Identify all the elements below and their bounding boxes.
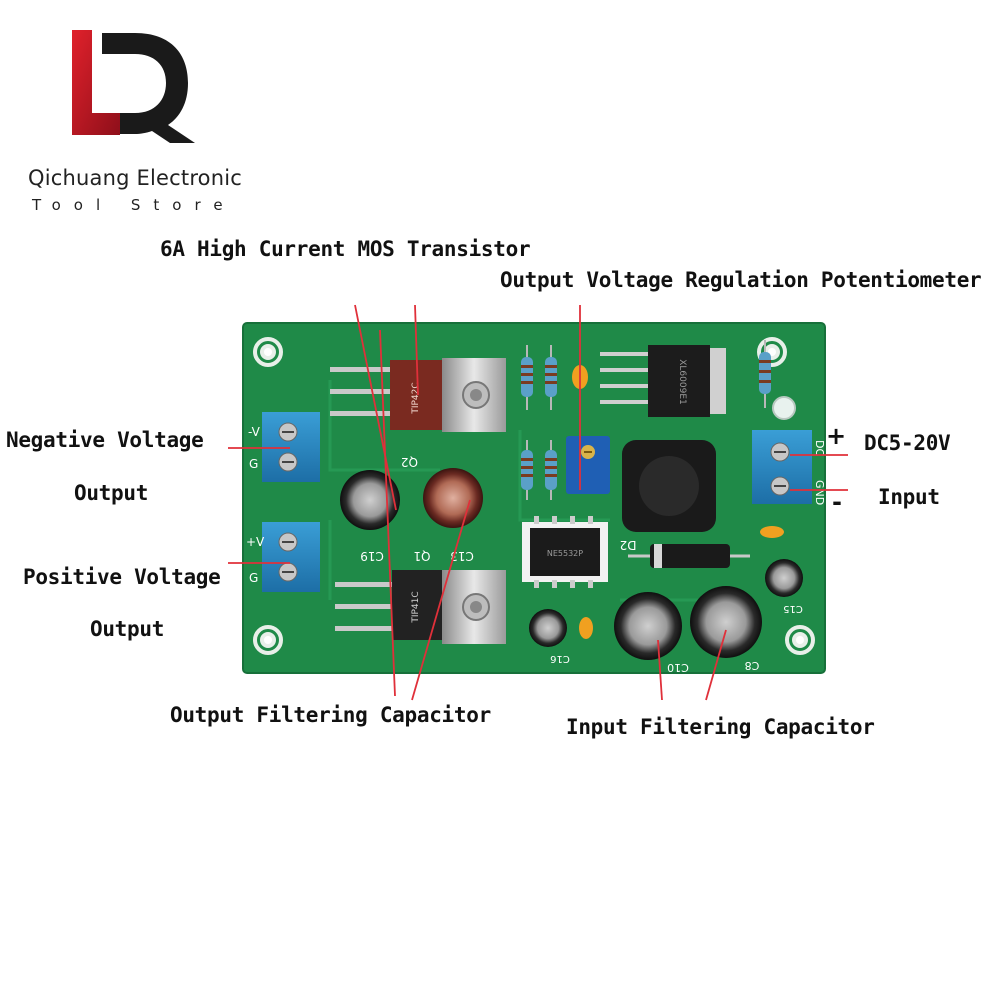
ceramic-capacitor xyxy=(579,617,593,639)
label-output-capacitor: Output Filtering Capacitor xyxy=(170,703,491,727)
minus-sign: - xyxy=(832,488,842,516)
silk-q1: Q1 xyxy=(413,549,430,563)
label-potentiometer: Output Voltage Regulation Potentiometer xyxy=(500,268,982,292)
label-input-capacitor: Input Filtering Capacitor xyxy=(566,715,875,739)
regulator-marking: XL6009E1 xyxy=(677,359,687,405)
silk-g-neg: G xyxy=(249,457,258,471)
label-negative-line2: Output xyxy=(74,481,149,505)
terminal-positive-output: +V G xyxy=(246,522,320,592)
silk-c13: C13 xyxy=(450,549,474,563)
silk-c15: C15 xyxy=(783,603,803,614)
transistor-q1: TIP41C xyxy=(335,570,506,644)
silk-q2: Q2 xyxy=(401,455,418,469)
silk-c16: C16 xyxy=(550,653,570,664)
opamp-ic: NE5532P xyxy=(522,516,608,588)
silk-c19: C19 xyxy=(360,549,384,563)
silk-pos-v: +V xyxy=(246,535,265,549)
capacitor-c15: C15 xyxy=(765,559,803,614)
ceramic-capacitor xyxy=(760,526,784,538)
silk-dc: DC xyxy=(813,440,826,456)
silk-gnd: GND xyxy=(813,480,826,505)
label-dc-range: DC5-20V xyxy=(864,431,951,455)
diode-d2: D2 xyxy=(620,538,750,568)
mounting-holes xyxy=(253,337,815,655)
terminal-negative-output: -V G xyxy=(248,412,320,482)
plus-sign: + xyxy=(826,422,847,450)
silk-d2: D2 xyxy=(620,538,637,552)
transistor-q2: TIP42C Q2 xyxy=(330,358,506,469)
capacitor-c16: C16 xyxy=(529,609,570,664)
q1-marking: TIP41C xyxy=(411,591,421,623)
terminal-input: DC GND xyxy=(752,430,826,505)
regulator-ic: XL6009E1 xyxy=(600,345,726,417)
label-mos-transistor: 6A High Current MOS Transistor xyxy=(160,237,531,261)
silk-neg-v: -V xyxy=(248,425,261,439)
brand-logo xyxy=(72,30,195,143)
label-positive-line2: Output xyxy=(90,617,165,641)
opamp-marking: NE5532P xyxy=(547,549,583,558)
q2-marking: TIP42C xyxy=(411,382,421,414)
capacitor-c19: C19 xyxy=(340,470,400,563)
label-positive-line1: Positive Voltage xyxy=(23,565,221,589)
inductor xyxy=(622,440,716,532)
silk-g-pos: G xyxy=(249,571,258,585)
callout-lines xyxy=(228,304,848,701)
capacitor-c13: C13 Q1 xyxy=(413,468,483,563)
label-input: Input xyxy=(878,485,940,509)
led xyxy=(772,396,796,420)
brand-name: Qichuang Electronic xyxy=(28,166,243,190)
brand-subtitle: Tool Store xyxy=(32,196,236,214)
capacitor-c10: C10 xyxy=(614,592,689,674)
capacitor-c8: C8 xyxy=(690,586,762,672)
label-negative-line1: Negative Voltage xyxy=(6,428,204,452)
silk-c8: C8 xyxy=(745,659,760,672)
silk-c10: C10 xyxy=(667,661,689,674)
potentiometer xyxy=(566,436,610,494)
